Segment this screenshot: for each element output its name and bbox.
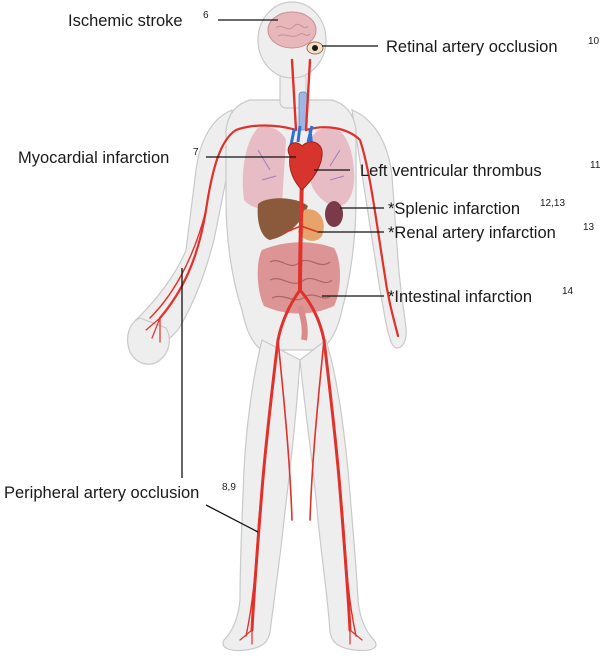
- right-hand: [127, 317, 170, 365]
- body-silhouette: [127, 1, 407, 652]
- label-retinal-artery-occlusion: Retinal artery occlusion: [386, 38, 558, 56]
- ref-myocardial-infarction: 7: [193, 147, 199, 158]
- ref-ischemic-stroke: 6: [203, 10, 209, 21]
- leader-lines: [181, 19, 384, 533]
- eye-icon: [306, 41, 324, 55]
- heart: [287, 125, 323, 191]
- label-ischemic-stroke: Ischemic stroke: [68, 12, 183, 30]
- brain: [267, 11, 317, 49]
- label-myocardial-infarction: Myocardial infarction: [18, 149, 169, 167]
- ref-retinal-artery-occlusion: 10: [588, 36, 600, 47]
- label-intestinal-infarction: *Intestinal infarction: [388, 288, 532, 306]
- label-renal-artery-infarction: *Renal artery infarction: [388, 224, 556, 242]
- liver: [257, 198, 308, 240]
- label-splenic-infarction: *Splenic infarction: [388, 200, 520, 218]
- ref-peripheral-artery-occlusion: 8,9: [222, 482, 236, 493]
- stomach: [298, 209, 324, 241]
- left-arm-outline: [351, 109, 407, 349]
- ref-intestinal-infarction: 14: [562, 286, 574, 297]
- ref-renal-artery-infarction: 13: [583, 222, 595, 233]
- leader-peripheral-leg: [205, 504, 259, 533]
- label-left-ventricular-thrombus: Left ventricular thrombus: [360, 162, 542, 180]
- labels: Ischemic stroke 6 Retinal artery occlusi…: [4, 10, 601, 502]
- ref-left-ventricular-thrombus: 11: [590, 160, 601, 171]
- ref-splenic-infarction: 12,13: [540, 198, 565, 209]
- label-peripheral-artery-occlusion: Peripheral artery occlusion: [4, 484, 199, 502]
- left-leg-outline: [299, 338, 377, 652]
- spleen: [325, 201, 343, 227]
